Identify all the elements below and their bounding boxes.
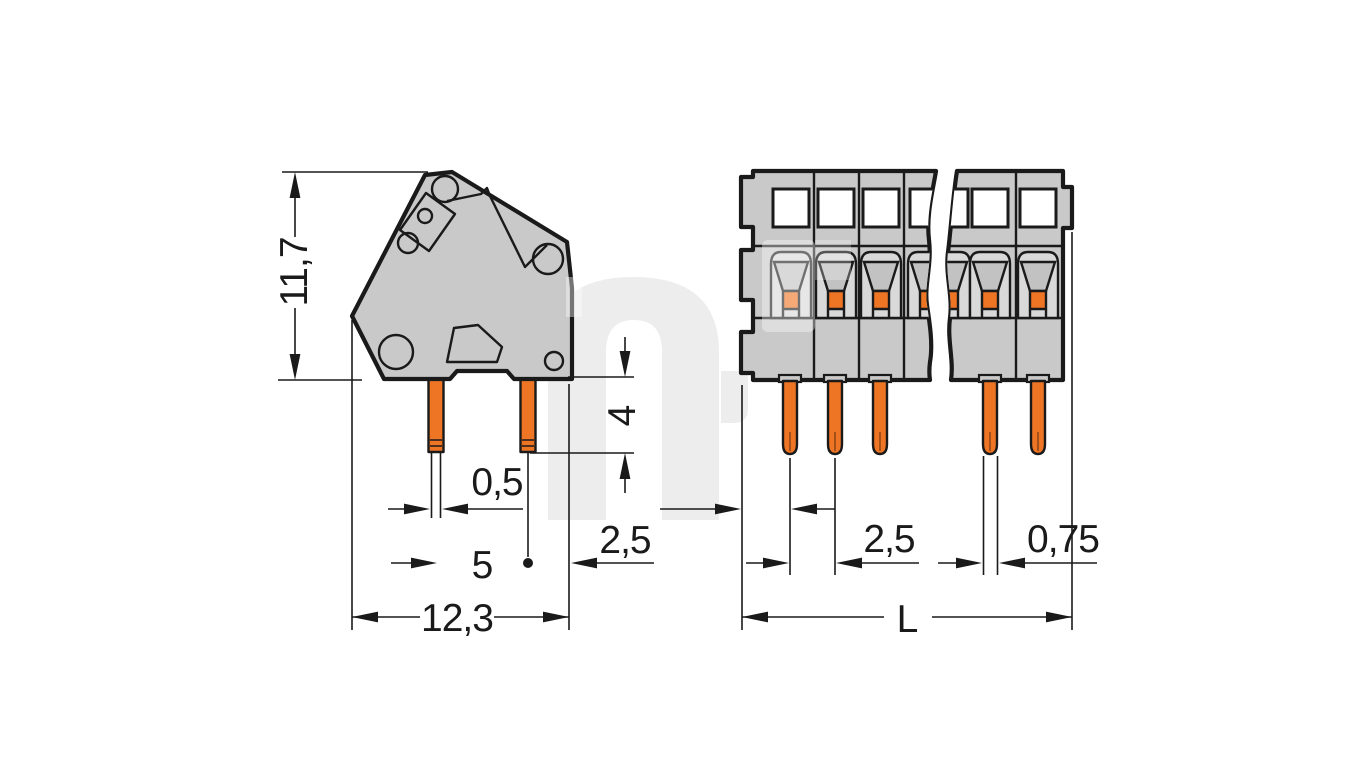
front-view-pins: [777, 373, 1051, 456]
side-view: [349, 169, 582, 557]
side-pin-1: [427, 376, 445, 454]
dim-pin-spacing-label: 5: [472, 544, 493, 587]
side-view-internal-details: [377, 174, 565, 372]
dim-height-label: 11,7: [273, 237, 316, 306]
front-pin-5: [1025, 373, 1051, 456]
dim-edge-offset-label: 2,5: [599, 519, 651, 562]
side-view-pins: [427, 376, 537, 557]
wire-tip: [430, 452, 442, 518]
watermark-wash-front: [762, 240, 851, 332]
front-view: [738, 168, 1075, 456]
dim-pin-length-label: 4: [601, 405, 644, 426]
dim-pin-width-label: 0,75: [1027, 518, 1099, 561]
side-view-dimensions: 11,7 0,5 5 2,5 12,3 4: [273, 171, 654, 640]
dim-total-length-label: L: [897, 598, 918, 641]
side-pin-2: [519, 376, 537, 454]
front-body-right-details: [947, 171, 1063, 380]
dim-total-width-label: 12,3: [421, 597, 493, 640]
front-body-left-details: [753, 171, 936, 380]
front-pin-3: [867, 373, 893, 456]
front-pin-1: [777, 373, 803, 456]
front-pin-4: [977, 373, 1003, 456]
dim-pitch-label: 2,5: [863, 518, 915, 561]
front-pin-2: [822, 373, 848, 456]
front-view-dimensions: 2,5 0,75 L: [660, 232, 1100, 641]
dim-wire-width-label: 0,5: [471, 461, 523, 504]
watermark-wash: [566, 277, 582, 317]
side-view-housing: [349, 169, 575, 382]
